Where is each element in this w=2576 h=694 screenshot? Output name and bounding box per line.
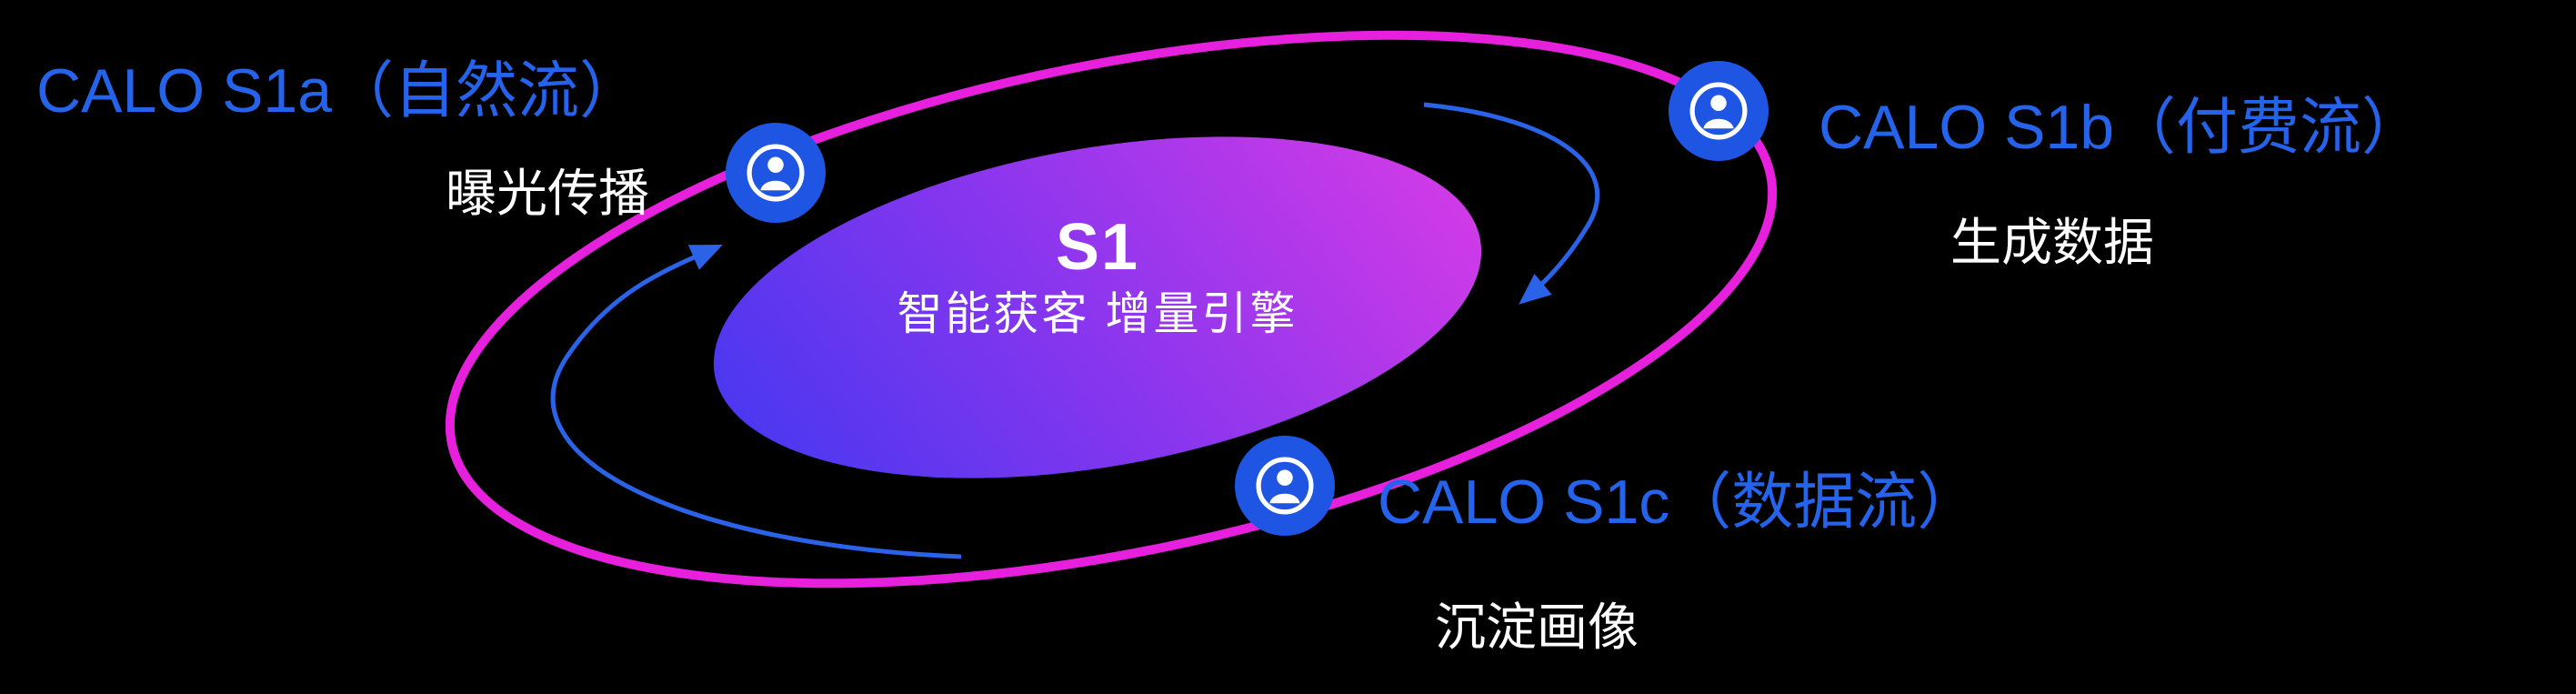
node-s1b (1669, 61, 1769, 161)
label-s1b: CALO S1b（付费流） (1819, 93, 2424, 162)
sublabel-s1b: 生成数据 (1950, 214, 2154, 271)
flow-arrow-left-icon (550, 244, 962, 559)
flow-arrow-right-icon (1423, 102, 1600, 305)
sublabel-s1c: 沉淀画像 (1435, 598, 1639, 656)
orbit-ring (445, 30, 1778, 588)
person-icon (1689, 82, 1748, 140)
node-s1c (1235, 436, 1335, 536)
person-icon (747, 144, 805, 202)
core-subtitle: 智能获客 增量引擎 (897, 288, 1298, 339)
node-s1a (726, 123, 826, 223)
label-s1c: CALO S1c（数据流） (1378, 468, 1980, 537)
sublabel-s1a: 曝光传播 (446, 165, 649, 222)
person-icon (1256, 457, 1314, 515)
label-s1a: CALO S1a（自然流） (36, 56, 642, 126)
core-title: S1 (1055, 211, 1140, 284)
core-text: S1 智能获客 增量引擎 (897, 209, 1298, 342)
